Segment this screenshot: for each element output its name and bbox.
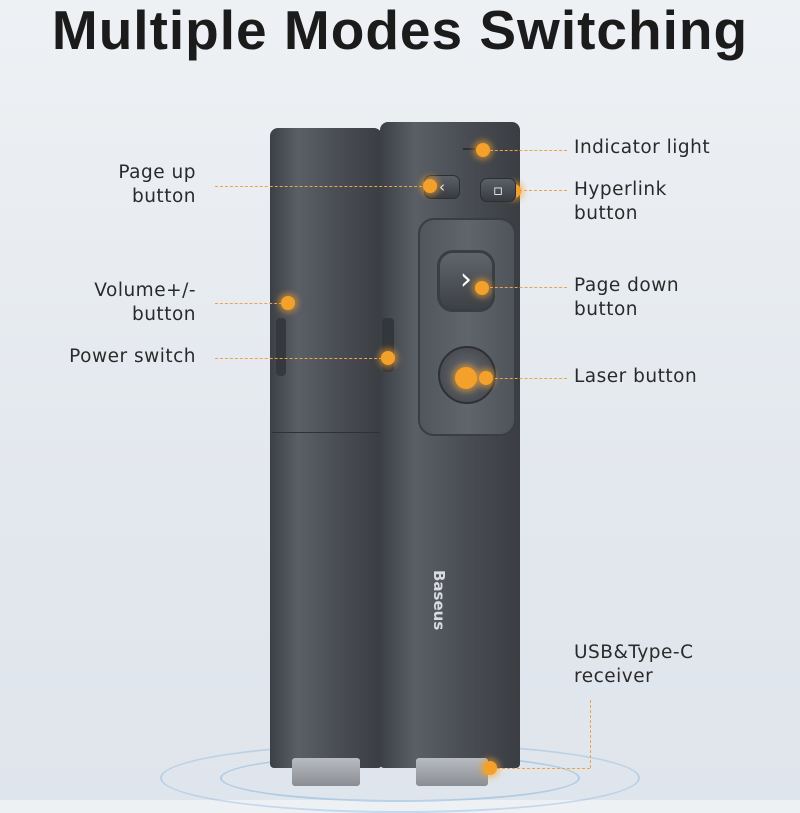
label-text: button	[131, 304, 196, 325]
callout-line	[215, 303, 287, 304]
label-text: button	[131, 186, 196, 207]
page-down-dot	[475, 281, 489, 295]
brand-logo: Baseus	[430, 570, 448, 631]
label-indicator-light: Indicator light	[574, 136, 710, 160]
page-up-dot	[423, 179, 437, 193]
label-laser: Laser button	[574, 365, 697, 389]
callout-line	[485, 150, 567, 151]
label-volume: Volume+/- button	[94, 279, 196, 327]
callout-line	[514, 190, 567, 191]
label-hyperlink: Hyperlink button	[574, 178, 667, 226]
page-down-button[interactable]: ›	[437, 250, 495, 312]
callout-line	[590, 700, 591, 768]
hyperlink-button[interactable]: ▫	[480, 178, 516, 202]
label-text: Laser button	[574, 366, 698, 387]
label-page-down: Page down button	[574, 274, 679, 322]
label-power: Power switch	[69, 345, 196, 369]
label-text: Volume+/-	[94, 280, 196, 301]
callout-line	[215, 186, 427, 187]
label-text: button	[574, 203, 639, 224]
label-text: receiver	[574, 666, 654, 687]
label-usb: USB&Type-C receiver	[574, 641, 694, 689]
laser-dot	[479, 371, 493, 385]
label-page-up: Page up button	[118, 161, 196, 209]
callout-line	[215, 358, 387, 359]
label-text: Page up	[118, 162, 196, 183]
power-slider[interactable]	[276, 318, 286, 376]
indicator-light	[463, 148, 475, 150]
label-text: button	[574, 299, 639, 320]
label-text: USB&Type-C	[574, 642, 694, 663]
label-text: Hyperlink	[574, 179, 667, 200]
callout-line	[485, 378, 567, 379]
label-text: Power switch	[69, 346, 196, 367]
power-dot	[381, 351, 395, 365]
volume-dot	[281, 296, 295, 310]
presenter-tip	[416, 758, 488, 786]
receiver-device	[270, 128, 382, 768]
callout-line	[485, 287, 567, 288]
indicator-dot	[476, 143, 490, 157]
callout-line	[492, 768, 590, 769]
page-title: Multiple Modes Switching	[51, 0, 749, 61]
label-text: Page down	[574, 275, 680, 296]
receiver-cap-seam	[272, 432, 380, 433]
receiver-tip	[292, 758, 360, 786]
laser-dot	[455, 367, 477, 389]
usb-dot	[483, 761, 497, 775]
label-text: Indicator light	[574, 137, 711, 158]
